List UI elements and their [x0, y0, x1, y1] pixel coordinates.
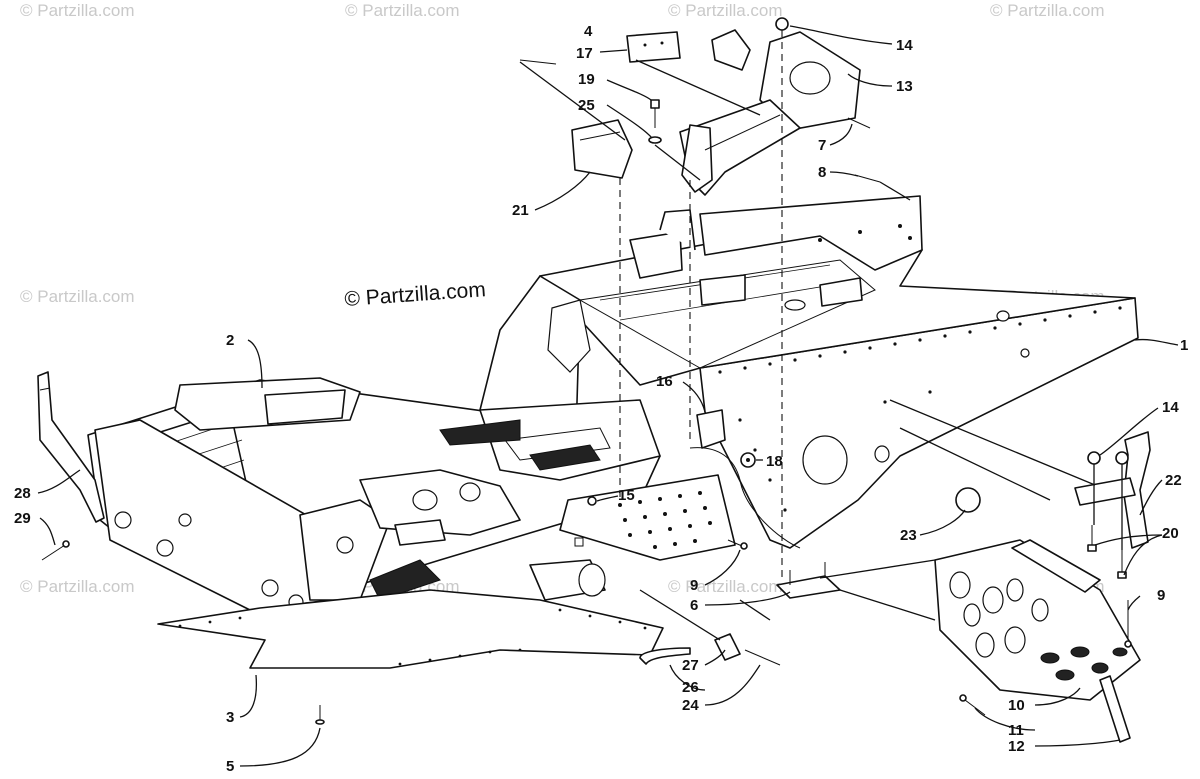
chassis-rivets	[718, 224, 1122, 512]
watermark-top-center: © Partzilla.com	[345, 1, 460, 20]
callout-4: 4	[584, 23, 593, 40]
callout-5: 5	[226, 758, 234, 775]
front-frame-part	[87, 377, 736, 611]
callout-29: 29	[14, 510, 31, 527]
leader-lines	[37, 25, 1179, 767]
watermark-top-left: © Partzilla.com	[20, 1, 135, 20]
watermark-bottom-center: © Partzilla.com	[668, 577, 783, 596]
callout-18: 18	[766, 453, 783, 470]
callout-14-right: 14	[1162, 399, 1179, 416]
watermark-bottom-left: © Partzilla.com	[20, 577, 135, 596]
callout-labels: 1 2 3 4 5 6 7 8 9 9 10 11 12 13 14 14 15…	[14, 23, 1188, 775]
watermark-mid-left: © Partzilla.com	[20, 287, 135, 306]
alignment-lines	[519, 30, 1123, 641]
chassis-tunnel-part	[479, 195, 1139, 549]
callout-1: 1	[1180, 337, 1188, 354]
callout-16: 16	[656, 373, 673, 390]
footrest-holes	[949, 571, 1128, 681]
callout-19: 19	[578, 71, 595, 88]
belly-pan-rivets	[178, 608, 647, 666]
watermark-top-center-right: © Partzilla.com	[668, 1, 783, 20]
callout-6: 6	[690, 597, 698, 614]
callout-17: 17	[576, 45, 593, 62]
callout-2: 2	[226, 332, 234, 349]
side-bracket-part	[37, 371, 105, 561]
callout-10: 10	[1008, 697, 1025, 714]
callout-22: 22	[1165, 472, 1182, 489]
callout-12: 12	[1008, 738, 1025, 755]
callout-7: 7	[818, 137, 826, 154]
callout-13: 13	[896, 78, 913, 95]
callout-27: 27	[682, 657, 699, 674]
callout-14-top: 14	[896, 37, 913, 54]
small-hardware-parts	[315, 409, 981, 725]
callout-9-right: 9	[1157, 587, 1165, 604]
watermark-top-right: © Partzilla.com	[990, 1, 1105, 20]
front-plate-perforation	[618, 491, 712, 549]
watermark-main: © Partzilla.com	[344, 278, 487, 311]
callout-23: 23	[900, 527, 917, 544]
callout-21: 21	[512, 202, 529, 219]
callout-25: 25	[578, 97, 595, 114]
callout-8: 8	[818, 164, 826, 181]
callout-20: 20	[1162, 525, 1179, 542]
callout-28: 28	[14, 485, 31, 502]
callout-9-center: 9	[690, 577, 698, 594]
callout-3: 3	[226, 709, 234, 726]
callout-11: 11	[1008, 722, 1024, 739]
callout-15: 15	[618, 487, 635, 504]
callout-26: 26	[682, 679, 699, 696]
callout-24: 24	[682, 697, 699, 714]
footrest-assembly-part	[934, 431, 1151, 743]
